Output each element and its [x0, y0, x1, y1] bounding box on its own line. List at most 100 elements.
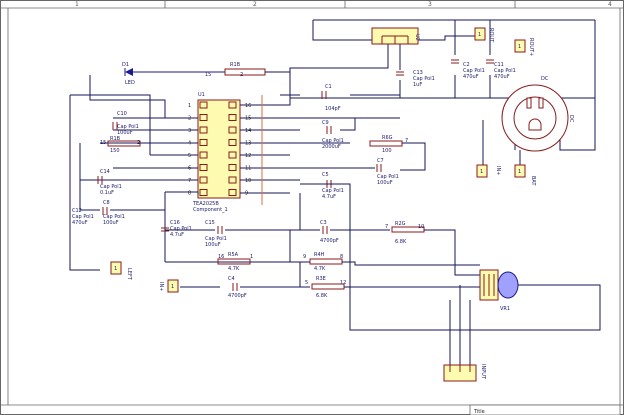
svg-text:C7: C7: [377, 158, 384, 164]
svg-text:Cap Pol1: Cap Pol1: [494, 68, 516, 74]
svg-text:4700pF: 4700pF: [228, 293, 247, 299]
wire-c12: [79, 143, 85, 211]
svg-text:Cap Pol1: Cap Pol1: [100, 184, 122, 190]
left-out-port[interactable]: [110, 261, 122, 275]
ic-u1-part: TEA2025B: [192, 201, 219, 207]
svg-text:C2: C2: [463, 62, 470, 68]
wire-pin16: [240, 100, 291, 106]
svg-text:C14: C14: [100, 169, 110, 175]
cap-c4: C4 4700pF: [228, 276, 247, 299]
wire-r1b-vcc: [265, 71, 291, 100]
svg-text:4.7uF: 4.7uF: [322, 194, 336, 200]
rout-plus-label: ROUT+: [528, 38, 534, 56]
svg-text:4.7K: 4.7K: [228, 266, 240, 272]
svg-text:Cap Pol1: Cap Pol1: [72, 214, 94, 220]
dc-side-label: DC: [568, 115, 574, 123]
cap-c9: C9 Cap Pol1 2000uF: [322, 120, 344, 150]
column-label-1: 1: [75, 1, 79, 8]
svg-text:Cap Pol1: Cap Pol1: [322, 188, 344, 194]
svg-text:150: 150: [110, 148, 120, 154]
cap-c8: C8 Cap Pol1 100uF: [102, 200, 125, 226]
svg-text:C15: C15: [205, 220, 215, 226]
svg-text:Cap Pol1: Cap Pol1: [170, 226, 192, 232]
svg-text:100uF: 100uF: [205, 242, 221, 248]
svg-text:4700pF: 4700pF: [320, 238, 339, 244]
wire-top-left: [312, 20, 372, 41]
cap-c10: C10 Cap Pol1 100uF: [112, 111, 139, 136]
svg-text:6.8K: 6.8K: [395, 239, 407, 245]
rout-plus-port[interactable]: [514, 39, 526, 53]
wire-u2-out: [418, 35, 475, 41]
dc-ref: DC: [541, 76, 549, 82]
wire-r4h-vr: [342, 261, 480, 266]
ic-right-pin-pad: [228, 126, 237, 134]
svg-text:C11: C11: [494, 62, 504, 68]
ic-left-pin-number: 5: [188, 153, 191, 159]
rout-port-pin: 1: [478, 32, 481, 38]
svg-text:R1B: R1B: [230, 62, 241, 68]
svg-text:1: 1: [518, 169, 521, 175]
right-in-label: IN+: [158, 282, 164, 291]
bat-port[interactable]: [514, 164, 526, 178]
wire-left-out: [69, 95, 100, 271]
cap-c1: C1 104pF: [321, 84, 341, 112]
svg-text:C9: C9: [322, 120, 329, 126]
svg-text:C10: C10: [117, 111, 127, 117]
svg-text:R1B: R1B: [110, 136, 121, 142]
ic-right-pin-pad: [228, 139, 237, 146]
svg-text:R2G: R2G: [395, 221, 406, 227]
right-in-port[interactable]: [167, 279, 179, 293]
svg-text:1uF: 1uF: [413, 82, 422, 88]
in-plus-label: IN+: [495, 166, 501, 175]
svg-text:16: 16: [218, 254, 224, 260]
svg-text:R3E: R3E: [316, 276, 326, 282]
svg-text:2: 2: [240, 72, 243, 78]
cap-c2: C2 Cap Pol1 470uF: [451, 59, 485, 80]
column-label-3: 3: [428, 1, 432, 8]
svg-text:1: 1: [518, 44, 521, 50]
ic-right-pin-pad: [228, 151, 237, 159]
ic-u1-ref: U1: [198, 92, 205, 98]
svg-text:Cap Pol1: Cap Pol1: [377, 174, 399, 180]
svg-text:2: 2: [137, 140, 140, 146]
svg-text:C12: C12: [72, 208, 82, 214]
ic-left-pin-pad: [199, 101, 208, 109]
u2-ref: U2: [414, 34, 420, 41]
ic-left-pin-pad: [199, 126, 208, 134]
cap-c11: C11 Cap Pol1 470uF: [486, 59, 516, 80]
ic-right-pin-pad: [228, 164, 237, 171]
ic-right-pin-pad: [228, 101, 237, 109]
svg-text:D1: D1: [122, 62, 129, 68]
cap-c7: C7 Cap Pol1 100uF: [376, 158, 399, 186]
bat-label: BAT: [530, 176, 536, 186]
in-plus-port[interactable]: [476, 164, 488, 178]
svg-text:Cap Pol1: Cap Pol1: [103, 214, 125, 220]
ic-left-pin-pad: [199, 164, 208, 171]
svg-text:104pF: 104pF: [325, 106, 341, 112]
dc-jack: DC DC: [501, 76, 574, 152]
svg-text:C5: C5: [322, 172, 329, 178]
cap-c12: C12 Cap Pol1 470uF: [72, 208, 94, 226]
svg-text:5: 5: [305, 280, 308, 286]
svg-text:100uF: 100uF: [103, 220, 119, 226]
ic-right-pin-number: 14: [245, 128, 251, 134]
svg-text:Cap Pol1: Cap Pol1: [117, 124, 139, 130]
ic-right-pin-pad: [228, 176, 237, 184]
column-label-4: 4: [608, 1, 612, 8]
ic-left-pin-pad: [199, 189, 208, 196]
rout-port[interactable]: [474, 27, 486, 41]
svg-text:2000uF: 2000uF: [322, 144, 341, 150]
svg-text:15: 15: [205, 72, 211, 78]
svg-text:15: 15: [100, 140, 106, 146]
ic-right-pin-number: 12: [245, 153, 251, 159]
svg-text:4.7uF: 4.7uF: [170, 232, 184, 238]
svg-text:LED: LED: [125, 80, 135, 86]
left-out-label: LEFT: [126, 268, 132, 281]
svg-text:7: 7: [405, 138, 408, 144]
cap-c13: C13 Cap Pol1 1uF: [396, 70, 435, 88]
svg-text:R5A: R5A: [228, 252, 239, 258]
svg-text:470uF: 470uF: [72, 220, 88, 226]
svg-text:C8: C8: [103, 200, 110, 206]
